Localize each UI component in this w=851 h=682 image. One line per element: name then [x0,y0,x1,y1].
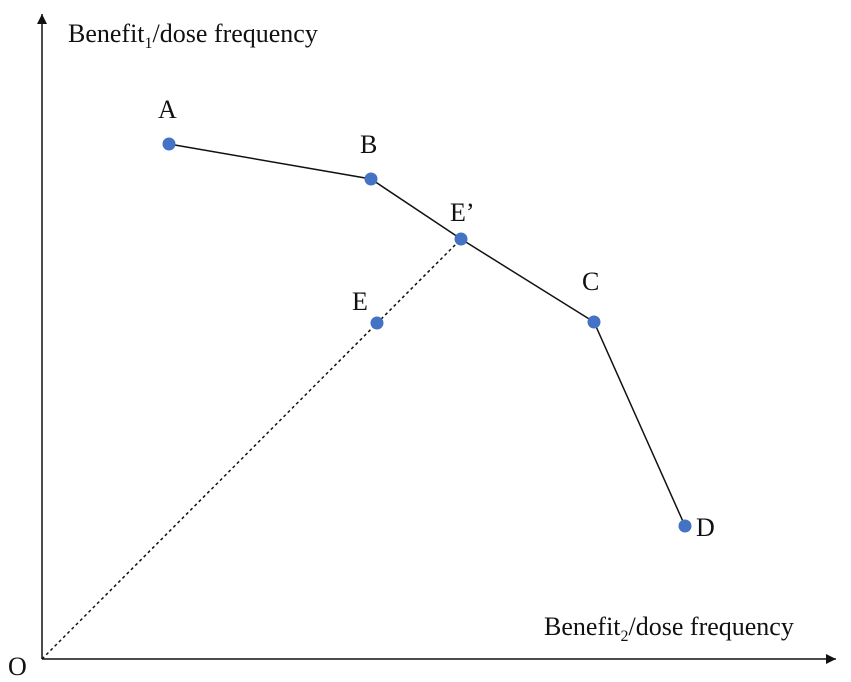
point-b [364,172,378,186]
point-c [587,315,601,329]
y-axis-title: Benefit1/dose frequency [68,19,318,52]
label-e-prime: E’ [450,198,475,227]
label-e: E [352,287,368,316]
label-b: B [360,130,377,159]
point-a [162,137,176,151]
point-d [678,519,692,533]
label-d: D [696,513,715,542]
y-axis-title-subscript: 1 [145,35,153,52]
y-axis-title-rest: /dose frequency [153,19,318,48]
point-e-prime [454,232,468,246]
dashed-ray-origin-to-e-prime [41,238,462,660]
y-axis-title-main: Benefit [68,19,145,48]
label-c: C [582,267,599,296]
x-axis-title: Benefit2/dose frequency [544,612,794,645]
label-a: A [158,95,177,124]
point-e [370,316,384,330]
x-axis-title-rest: /dose frequency [629,612,794,641]
x-axis-title-main: Benefit [544,612,621,641]
x-axis-title-subscript: 2 [621,628,629,645]
origin-label: O [8,652,27,681]
frontier-line [168,143,686,527]
